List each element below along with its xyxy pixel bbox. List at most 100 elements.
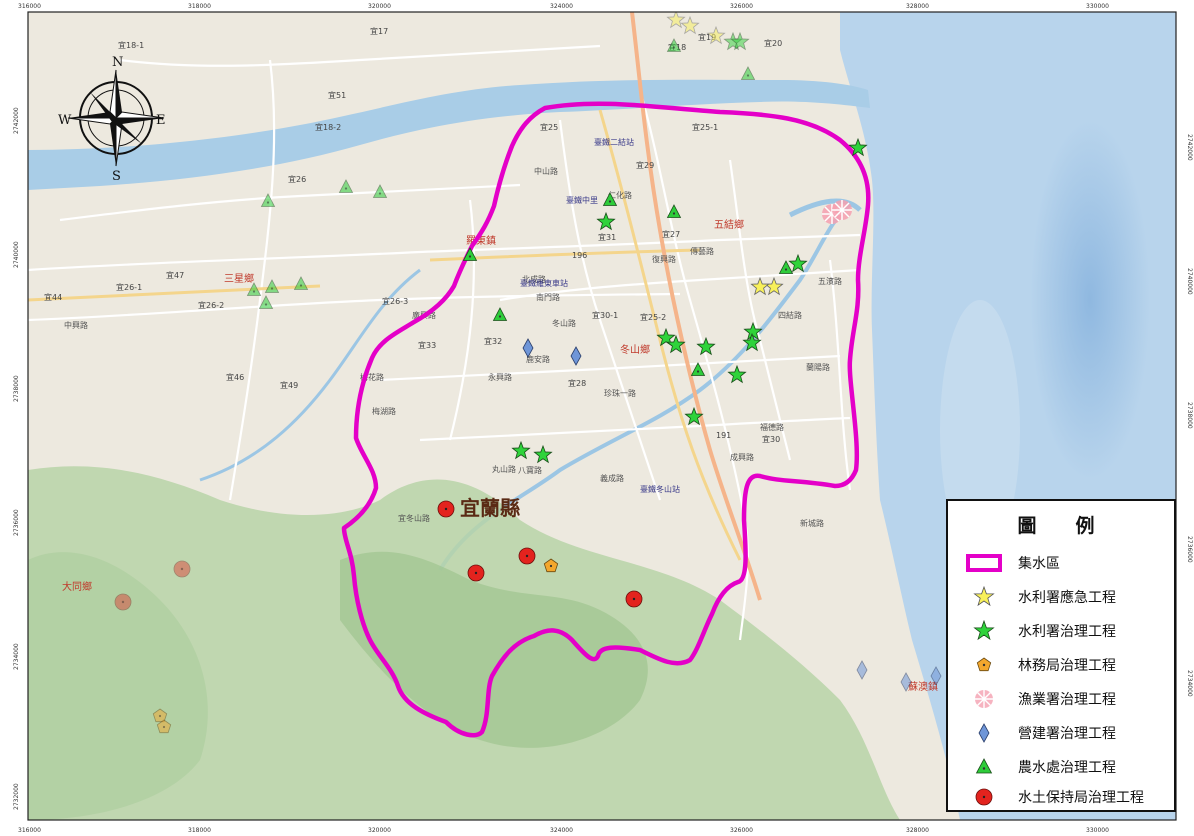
map-legend: 圖 例 集水區 水利署應急工程 水利署治理工程 林務局治理工程 漁業署治理工程 bbox=[946, 499, 1176, 812]
road-label: 宜27 bbox=[662, 229, 680, 239]
red-circle-marker[interactable] bbox=[437, 500, 455, 518]
station-label: 臺鐵中里 bbox=[566, 195, 598, 205]
green-triangle-marker[interactable] bbox=[246, 282, 262, 296]
compass-rose: N S E W bbox=[58, 55, 166, 184]
orange-pentagon-marker[interactable] bbox=[152, 708, 168, 723]
green-triangle-marker[interactable] bbox=[338, 179, 354, 193]
green-triangle-marker[interactable] bbox=[666, 204, 682, 218]
green-triangle-marker[interactable] bbox=[666, 38, 682, 52]
red-circle-marker[interactable] bbox=[625, 590, 643, 608]
street-label: 中山路 bbox=[534, 166, 558, 176]
green-star-marker[interactable] bbox=[788, 253, 808, 273]
road-label: 宜17 bbox=[370, 26, 388, 36]
y-axis-ticks: 2742000 2740000 2738000 2736000 2734000 … bbox=[13, 107, 1193, 810]
road-label: 宜18-1 bbox=[118, 40, 144, 50]
green-star-marker[interactable] bbox=[533, 444, 553, 464]
compass-east: E bbox=[156, 113, 166, 128]
x-tick: 320000 bbox=[368, 827, 391, 834]
orange-pentagon-marker[interactable] bbox=[543, 558, 559, 573]
street-label: 新城路 bbox=[800, 518, 824, 528]
road-label: 宜25-1 bbox=[692, 122, 718, 132]
yellow-star-marker[interactable] bbox=[666, 11, 686, 29]
green-star-icon bbox=[964, 617, 1004, 645]
green-triangle-marker[interactable] bbox=[492, 307, 508, 321]
green-triangle-marker[interactable] bbox=[602, 192, 618, 206]
road-label: 宜26-1 bbox=[116, 282, 142, 292]
y-tick: 2742000 bbox=[1186, 134, 1193, 161]
street-label: 八寶路 bbox=[518, 465, 542, 475]
township-label: 三星鄉 bbox=[224, 272, 254, 285]
street-label: 梅花路 bbox=[360, 372, 384, 382]
blue-diamond-marker[interactable] bbox=[930, 666, 942, 686]
green-star-marker[interactable] bbox=[684, 406, 704, 426]
street-label: 珍珠一路 bbox=[604, 388, 636, 398]
x-tick: 326000 bbox=[730, 3, 753, 10]
street-label: 宜冬山路 bbox=[398, 513, 430, 523]
y-tick: 2738000 bbox=[1186, 402, 1193, 429]
red-circle-marker[interactable] bbox=[518, 547, 536, 565]
street-label: 永興路 bbox=[488, 372, 512, 382]
street-label: 中興路 bbox=[64, 320, 88, 330]
street-label: 冬山路 bbox=[552, 318, 576, 328]
street-label: 鹿安路 bbox=[526, 354, 550, 364]
blue-diamond-marker[interactable] bbox=[522, 338, 534, 358]
road-label: 191 bbox=[716, 431, 731, 440]
green-triangle-marker[interactable] bbox=[690, 362, 706, 376]
road-label: 宜20 bbox=[764, 38, 782, 48]
green-triangle-marker[interactable] bbox=[293, 276, 309, 290]
green-star-marker[interactable] bbox=[730, 31, 750, 51]
township-label: 冬山鄉 bbox=[620, 343, 650, 356]
township-label: 蘇澳鎮 bbox=[908, 680, 938, 693]
x-tick: 318000 bbox=[188, 3, 211, 10]
legend-item-construction: 營建署治理工程 bbox=[964, 719, 1174, 747]
blue-diamond-marker[interactable] bbox=[570, 346, 582, 366]
green-triangle-marker[interactable] bbox=[260, 193, 276, 207]
red-circle-marker[interactable] bbox=[114, 593, 132, 611]
green-star-marker[interactable] bbox=[511, 440, 531, 460]
street-label: 丸山路 bbox=[492, 464, 516, 474]
green-triangle-marker[interactable] bbox=[740, 66, 756, 80]
red-circle-marker[interactable] bbox=[467, 564, 485, 582]
blue-diamond-marker[interactable] bbox=[900, 672, 912, 692]
green-star-marker[interactable] bbox=[727, 364, 747, 384]
green-triangle-marker[interactable] bbox=[372, 184, 388, 198]
street-label: 義成路 bbox=[600, 473, 624, 483]
green-triangle-marker[interactable] bbox=[778, 260, 794, 274]
x-tick: 324000 bbox=[550, 3, 573, 10]
road-label: 宜47 bbox=[166, 270, 184, 280]
street-label: 南門路 bbox=[536, 292, 560, 302]
x-tick: 318000 bbox=[188, 827, 211, 834]
compass-west: W bbox=[58, 113, 72, 128]
township-label-group: 羅東鎮 五結鄉 冬山鄉 三星鄉 大同鄉 蘇澳鎮 bbox=[62, 218, 938, 693]
deep-sea bbox=[1030, 120, 1150, 480]
green-star-marker[interactable] bbox=[848, 137, 868, 157]
road-label: 宜25 bbox=[540, 122, 558, 132]
road-label: 宜30-1 bbox=[592, 310, 618, 320]
orange-pentagon-marker[interactable] bbox=[156, 719, 172, 734]
street-label: 福德路 bbox=[760, 422, 784, 432]
red-circle-marker[interactable] bbox=[173, 560, 191, 578]
yellow-star-marker[interactable] bbox=[750, 276, 770, 296]
green-star-marker[interactable] bbox=[656, 327, 676, 347]
yellow-star-marker[interactable] bbox=[706, 25, 726, 45]
x-tick: 316000 bbox=[18, 3, 41, 10]
street-label: 梅湖路 bbox=[372, 406, 396, 416]
x-tick: 320000 bbox=[368, 3, 391, 10]
street-label: 蘭陽路 bbox=[806, 362, 830, 372]
watershed-boundary[interactable] bbox=[341, 101, 871, 738]
legend-label: 營建署治理工程 bbox=[1018, 726, 1116, 742]
y-tick: 2732000 bbox=[13, 783, 20, 810]
yellow-star-marker[interactable] bbox=[680, 15, 700, 35]
green-star-marker[interactable] bbox=[742, 332, 762, 352]
blue-diamond-marker[interactable] bbox=[856, 660, 868, 680]
y-tick: 2740000 bbox=[13, 241, 20, 268]
green-star-marker[interactable] bbox=[666, 334, 686, 354]
green-triangle-marker[interactable] bbox=[264, 279, 280, 293]
hill-area-dark bbox=[340, 551, 648, 748]
green-star-marker[interactable] bbox=[696, 336, 716, 356]
green-star-marker[interactable] bbox=[596, 211, 616, 231]
pink-asterisk-marker[interactable] bbox=[832, 200, 852, 220]
green-triangle-marker[interactable] bbox=[462, 247, 478, 261]
green-triangle-marker[interactable] bbox=[258, 295, 274, 309]
legend-label: 林務局治理工程 bbox=[1018, 658, 1116, 674]
